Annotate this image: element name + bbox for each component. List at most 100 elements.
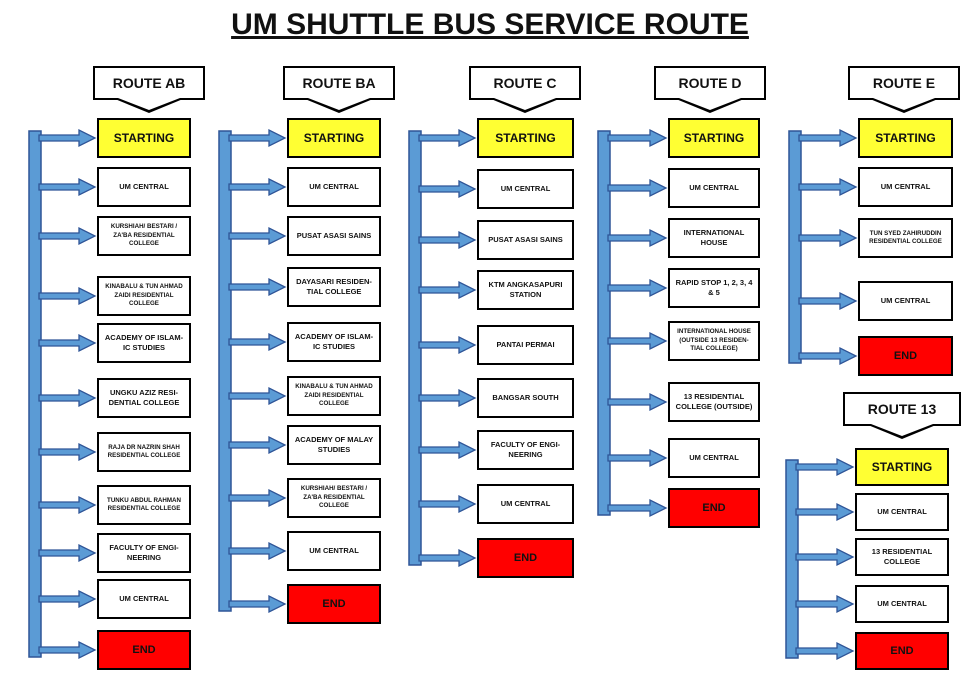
route-header-pointer [305, 98, 373, 113]
stop-d-international-house-outside-13-residen-tial-college: INTERNATIONAL HOUSE (OUTSIDE 13 RESIDEN-… [668, 321, 760, 361]
stop-ba-um-central: UM CENTRAL [287, 531, 381, 571]
route-header-r13: ROUTE 13 [843, 392, 961, 426]
stop-c-starting: STARTING [477, 118, 574, 158]
stop-ab-starting: STARTING [97, 118, 191, 158]
route-header-pointer [868, 424, 936, 439]
stop-d-um-central: UM CENTRAL [668, 168, 760, 208]
stop-r13-um-central: UM CENTRAL [855, 493, 949, 531]
route-arrow [607, 278, 668, 298]
route-spine-e [788, 130, 802, 364]
route-arrow [38, 543, 97, 563]
route-arrow [228, 177, 287, 197]
stop-r13-um-central: UM CENTRAL [855, 585, 949, 623]
stop-ba-um-central: UM CENTRAL [287, 167, 381, 207]
route-arrow [607, 128, 668, 148]
route-arrow [795, 457, 855, 477]
stop-ab-academy-of-islam-ic-studies: ACADEMY OF ISLAM-IC STUDIES [97, 323, 191, 363]
stop-ab-raja-dr-nazrin-shah-residential-college: RAJA DR NAZRIN SHAH RESIDENTIAL COLLEGE [97, 432, 191, 472]
route-arrow [228, 226, 287, 246]
route-arrow [607, 448, 668, 468]
route-arrow [607, 392, 668, 412]
stop-c-um-central: UM CENTRAL [477, 169, 574, 209]
stop-ba-dayasari-residen-tial-college: DAYASARI RESIDEN-TIAL COLLEGE [287, 267, 381, 307]
route-arrow [228, 594, 287, 614]
route-arrow [798, 128, 858, 148]
route-arrow [38, 286, 97, 306]
stop-ba-kurshiah-bestari-za-ba-residential-college: KURSHIAH/ BESTARI / ZA'BA RESIDENTIAL CO… [287, 478, 381, 518]
route-header-ba: ROUTE BA [283, 66, 395, 100]
route-header-ab: ROUTE AB [93, 66, 205, 100]
stop-ab-faculty-of-engi-neering: FACULTY OF ENGI-NEERING [97, 533, 191, 573]
route-header-pointer [870, 98, 938, 113]
stop-ab-um-central: UM CENTRAL [97, 579, 191, 619]
route-header-pointer [676, 98, 744, 113]
route-arrow [418, 388, 477, 408]
route-arrow [228, 435, 287, 455]
route-arrow [228, 386, 287, 406]
stop-c-pusat-asasi-sains: PUSAT ASASI SAINS [477, 220, 574, 260]
route-arrow [795, 547, 855, 567]
route-arrow [607, 498, 668, 518]
route-spine-ba [218, 130, 232, 612]
route-arrow [795, 502, 855, 522]
stop-e-end: END [858, 336, 953, 376]
stop-ab-ungku-aziz-resi-dential-college: UNGKU AZIZ RESI-DENTIAL COLLEGE [97, 378, 191, 418]
route-arrow [418, 230, 477, 250]
stop-ab-kinabalu-tun-ahmad-zaidi-residential-college: KINABALU & TUN AHMAD ZAIDI RESIDENTIAL C… [97, 276, 191, 316]
route-arrow [607, 228, 668, 248]
stop-ab-kurshiah-bestari-za-ba-residential-college: KURSHIAH/ BESTARI / ZA'BA RESIDENTIAL CO… [97, 216, 191, 256]
route-arrow [798, 177, 858, 197]
route-header-pointer [115, 98, 183, 113]
stop-c-ktm-angkasapuri-station: KTM ANGKASAPURI STATION [477, 270, 574, 310]
route-arrow [418, 494, 477, 514]
route-header-pointer [491, 98, 559, 113]
route-arrow [228, 277, 287, 297]
route-arrow [798, 346, 858, 366]
route-arrow [418, 179, 477, 199]
stop-r13-end: END [855, 632, 949, 670]
route-arrow [38, 388, 97, 408]
page-title: UM SHUTTLE BUS SERVICE ROUTE [231, 8, 749, 41]
stop-d-starting: STARTING [668, 118, 760, 158]
stop-e-um-central: UM CENTRAL [858, 167, 953, 207]
route-header-e: ROUTE E [848, 66, 960, 100]
route-arrow [607, 178, 668, 198]
route-arrow [228, 541, 287, 561]
stop-r13-starting: STARTING [855, 448, 949, 486]
stop-c-bangsar-south: BANGSAR SOUTH [477, 378, 574, 418]
route-header-d: ROUTE D [654, 66, 766, 100]
route-arrow [38, 442, 97, 462]
stop-c-um-central: UM CENTRAL [477, 484, 574, 524]
route-arrow [38, 640, 97, 660]
stop-ab-end: END [97, 630, 191, 670]
stop-ba-starting: STARTING [287, 118, 381, 158]
route-arrow [38, 333, 97, 353]
route-arrow [38, 589, 97, 609]
route-arrow [795, 594, 855, 614]
stop-e-um-central: UM CENTRAL [858, 281, 953, 321]
route-arrow [418, 440, 477, 460]
stop-d-um-central: UM CENTRAL [668, 438, 760, 478]
route-header-c: ROUTE C [469, 66, 581, 100]
stop-e-starting: STARTING [858, 118, 953, 158]
route-arrow [798, 291, 858, 311]
route-spine-d [597, 130, 611, 516]
route-arrow [795, 641, 855, 661]
stop-ba-end: END [287, 584, 381, 624]
route-arrow [228, 332, 287, 352]
route-arrow [38, 226, 97, 246]
stop-ba-academy-of-malay-studies: ACADEMY OF MALAY STUDIES [287, 425, 381, 465]
stop-c-end: END [477, 538, 574, 578]
route-arrow [228, 488, 287, 508]
stop-d-rapid-stop-1-2-3-4-5: RAPID STOP 1, 2, 3, 4 & 5 [668, 268, 760, 308]
stop-r13-13-residential-college: 13 RESIDENTIAL COLLEGE [855, 538, 949, 576]
route-arrow [38, 495, 97, 515]
stop-c-pantai-permai: PANTAI PERMAI [477, 325, 574, 365]
stop-e-tun-syed-zahiruddin-residential-college: TUN SYED ZAHIRUDDIN RESIDENTIAL COLLEGE [858, 218, 953, 258]
stop-ba-academy-of-islam-ic-studies: ACADEMY OF ISLAM-IC STUDIES [287, 322, 381, 362]
stop-ba-kinabalu-tun-ahmad-zaidi-residential-college: KINABALU & TUN AHMAD ZAIDI RESIDENTIAL C… [287, 376, 381, 416]
route-arrow [418, 548, 477, 568]
route-spine-ab [28, 130, 42, 658]
route-arrow [798, 228, 858, 248]
